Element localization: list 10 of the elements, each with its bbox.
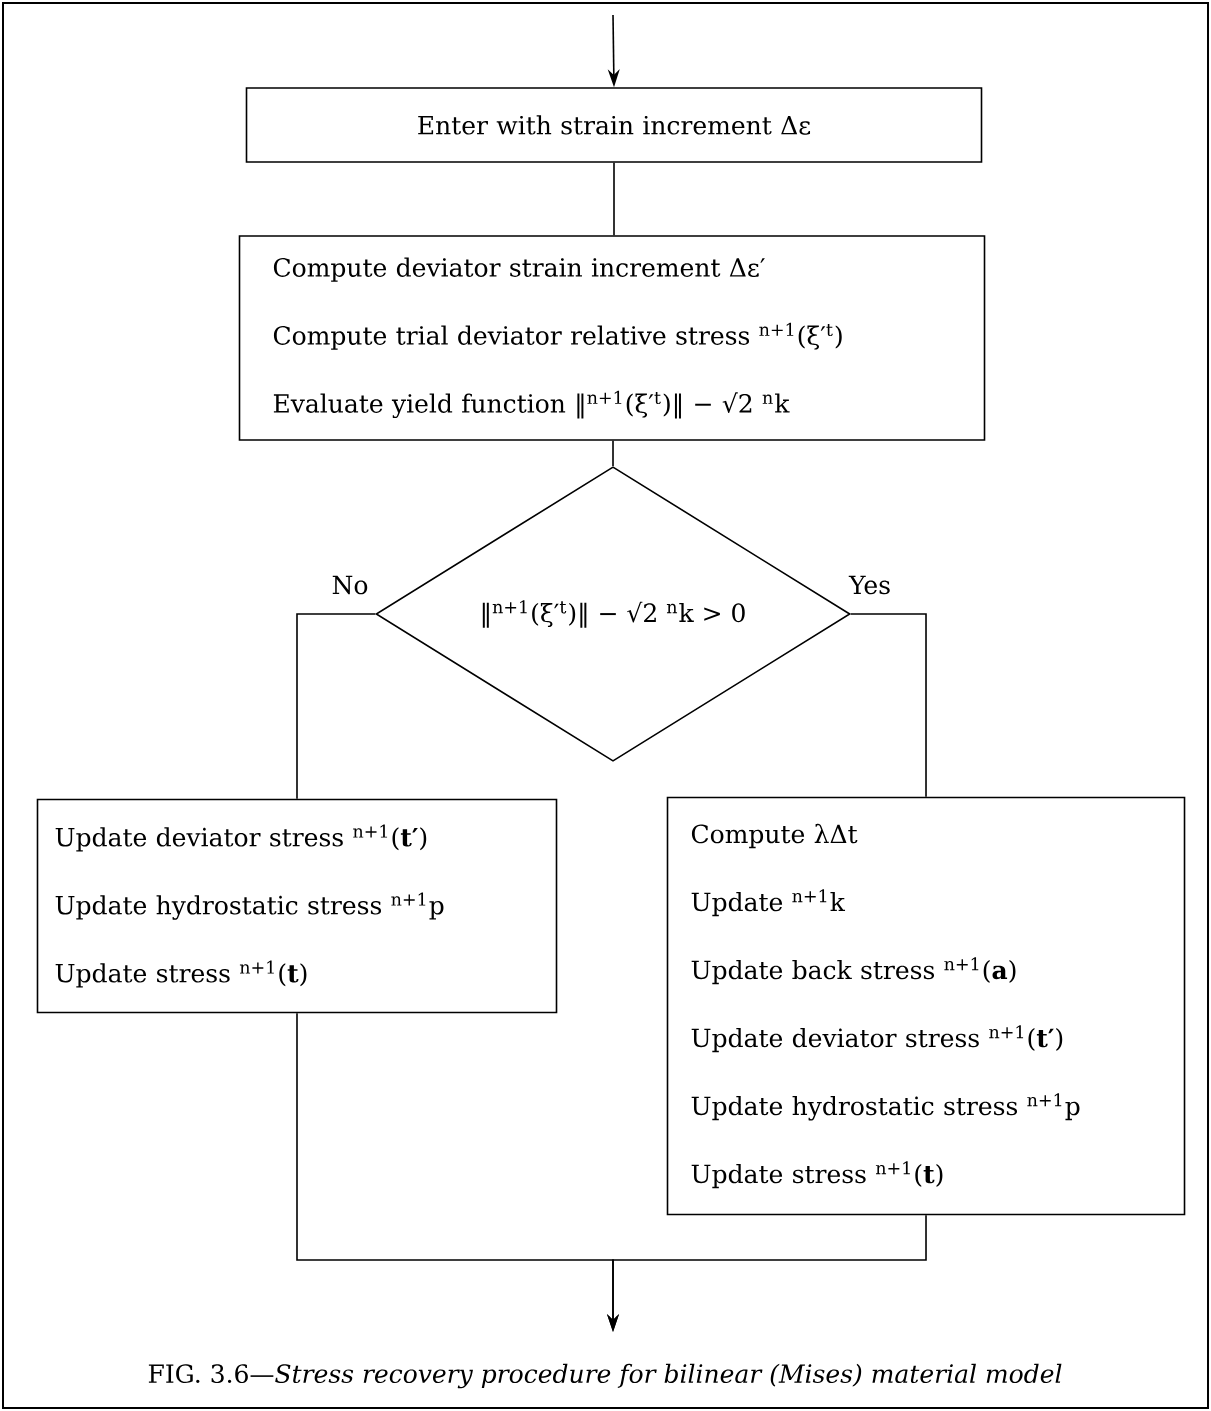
connector-line: [612, 440, 614, 467]
edge-label: No: [329, 573, 371, 597]
connector-line: [850, 613, 927, 798]
process-box: Enter with strain increment Δε: [245, 87, 983, 163]
connector-line: [296, 613, 376, 800]
connector-line: [613, 162, 615, 236]
process-box: Compute deviator strain increment Δε′ Compute trial deviator relative stress $^{n+1}$(ξ′$^{t}$) Evaluate yield function ‖$^{n+1}$(ξ′$^{t}$)‖ − √2 $^{n}$k: [238, 235, 986, 441]
figure-caption: FIG. 3.6—Stress recovery procedure for bilinear (Mises) material model: [148, 1363, 1062, 1389]
process-box: Update deviator stress $^{n+1}$(t′) Update hydrostatic stress $^{n+1}$p Update stress $^{n+1}$(t): [36, 798, 558, 1014]
process-box: Compute λΔt Update $^{n+1}$k Update back stress $^{n+1}$(a) Update deviator stress $^{n+1}$(t′) Update hydrostatic stress $^{n+1}$p Update stress $^{n+1}$(t): [666, 796, 1186, 1216]
